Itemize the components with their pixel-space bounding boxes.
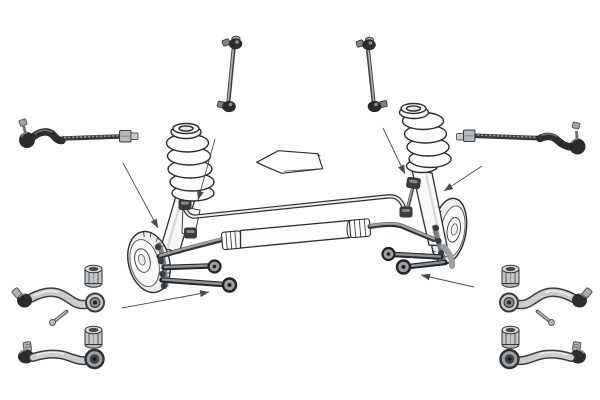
- control-arm-lower: [18, 341, 105, 370]
- stabilizer-link-right: [355, 36, 388, 113]
- tie-rod-assembly-right: [456, 121, 586, 155]
- leader-tie-rod-right: [443, 165, 483, 192]
- leader-stab-link-left: [197, 138, 216, 201]
- ball-stud-icon: [18, 118, 28, 127]
- direction-arrow: [256, 150, 324, 174]
- stabilizer-clamp-left-lower: [184, 227, 197, 239]
- leader-control-arms-right: [420, 273, 475, 288]
- ball-stud-icon: [571, 121, 581, 130]
- steering-rack: [156, 218, 437, 259]
- ball-stud-icon: [221, 38, 231, 47]
- bushing-upper: [84, 264, 103, 288]
- stabilizer-clamp-left-upper: [178, 199, 192, 210]
- bolt: [49, 309, 69, 326]
- ball-joint-icon: [17, 293, 32, 308]
- leader-control-arms-left: [121, 290, 210, 309]
- ball-joint-icon: [228, 38, 243, 50]
- control-arm-set-left: [11, 264, 105, 370]
- control-arm-link-right-upper: [381, 246, 444, 262]
- stabilizer-clamp-right: [399, 206, 413, 218]
- tie-rod-end-housing: [569, 138, 586, 155]
- bellows-left: [220, 230, 243, 251]
- tie-rod-end-arm: [536, 132, 575, 151]
- stabilizer-link-right-mounted: [405, 176, 421, 210]
- bushing-lower: [84, 325, 103, 350]
- steering-knuckle-right: [431, 224, 456, 269]
- tie-rod-end-arm: [29, 128, 66, 145]
- control-arm-link-left-lower: [159, 277, 238, 293]
- leader-lines: [121, 127, 483, 309]
- ball-joint-icon: [367, 100, 382, 113]
- leader-tie-rod-left: [122, 162, 159, 229]
- tie-rod-assembly-left: [18, 118, 139, 148]
- ball-joint-icon: [222, 100, 236, 113]
- control-arm-link-right-lower: [395, 259, 448, 275]
- inner-tie-rod: [61, 134, 121, 141]
- control-arm-upper: [11, 287, 105, 313]
- control-arm-link-left-upper: [161, 259, 222, 274]
- ball-joint-icon: [362, 39, 376, 51]
- bellows-right: [348, 218, 372, 239]
- stabilizer-link-left: [216, 35, 243, 113]
- coil-spring-right: [398, 102, 452, 174]
- bolt-head-icon: [49, 319, 56, 326]
- leader-stab-link-right: [382, 127, 406, 175]
